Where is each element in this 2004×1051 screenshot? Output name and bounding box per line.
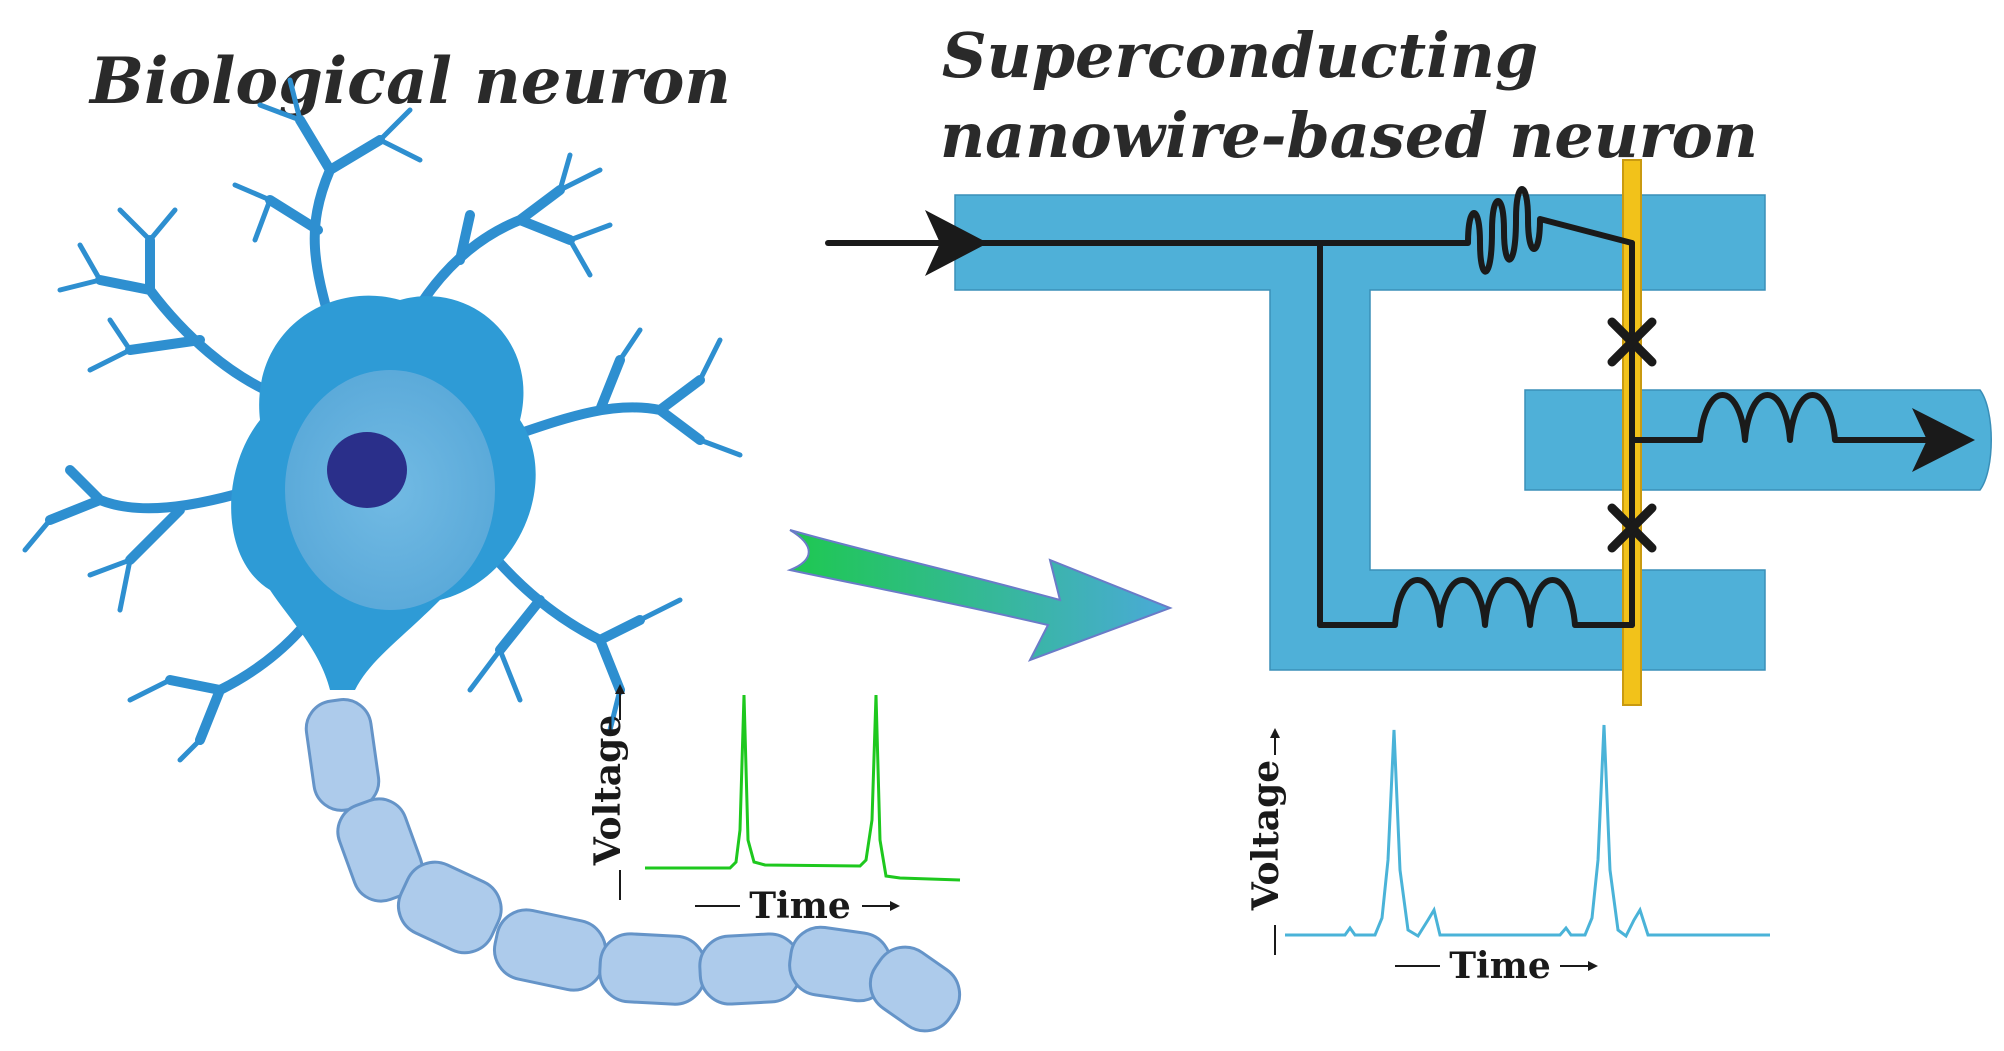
dendrites: [22, 77, 743, 763]
input-arrowhead: [925, 210, 988, 276]
axon: [304, 698, 962, 1033]
biological-neuron-title: Biological neuron: [90, 44, 731, 119]
sc-xlabel: Time: [1449, 945, 1550, 987]
top-inductor: [1317, 186, 1635, 275]
nucleus: [327, 432, 407, 508]
bio-xlabel: Time: [749, 885, 850, 927]
biological-neuron-illustration: [22, 77, 962, 1033]
transition-arrow: [786, 529, 1173, 662]
superconducting-circuit: [825, 159, 1992, 706]
bio-ylabel: Voltage: [587, 715, 629, 866]
junction-top-icon: [1607, 317, 1657, 367]
superconducting-voltage-plot: Voltage Time: [1245, 724, 1770, 987]
sc-y-arrowhead: [1270, 728, 1280, 738]
nanowire-main-shape: [954, 194, 1766, 671]
junction-bottom-icon: [1607, 503, 1657, 553]
biological-voltage-plot: Voltage Time: [587, 684, 961, 927]
superconducting-title-line1: Superconducting: [941, 19, 1539, 92]
sc-voltage-trace: [1285, 724, 1770, 939]
sc-x-arrowhead: [1588, 961, 1598, 971]
bottom-inductor: [1317, 577, 1635, 628]
sc-ylabel: Voltage: [1245, 760, 1287, 911]
bio-voltage-trace: [645, 694, 961, 882]
bio-x-arrowhead: [890, 901, 900, 911]
output-inductor: [1629, 392, 1938, 443]
output-arrowhead: [1912, 408, 1975, 472]
bio-y-arrowhead: [615, 684, 625, 694]
